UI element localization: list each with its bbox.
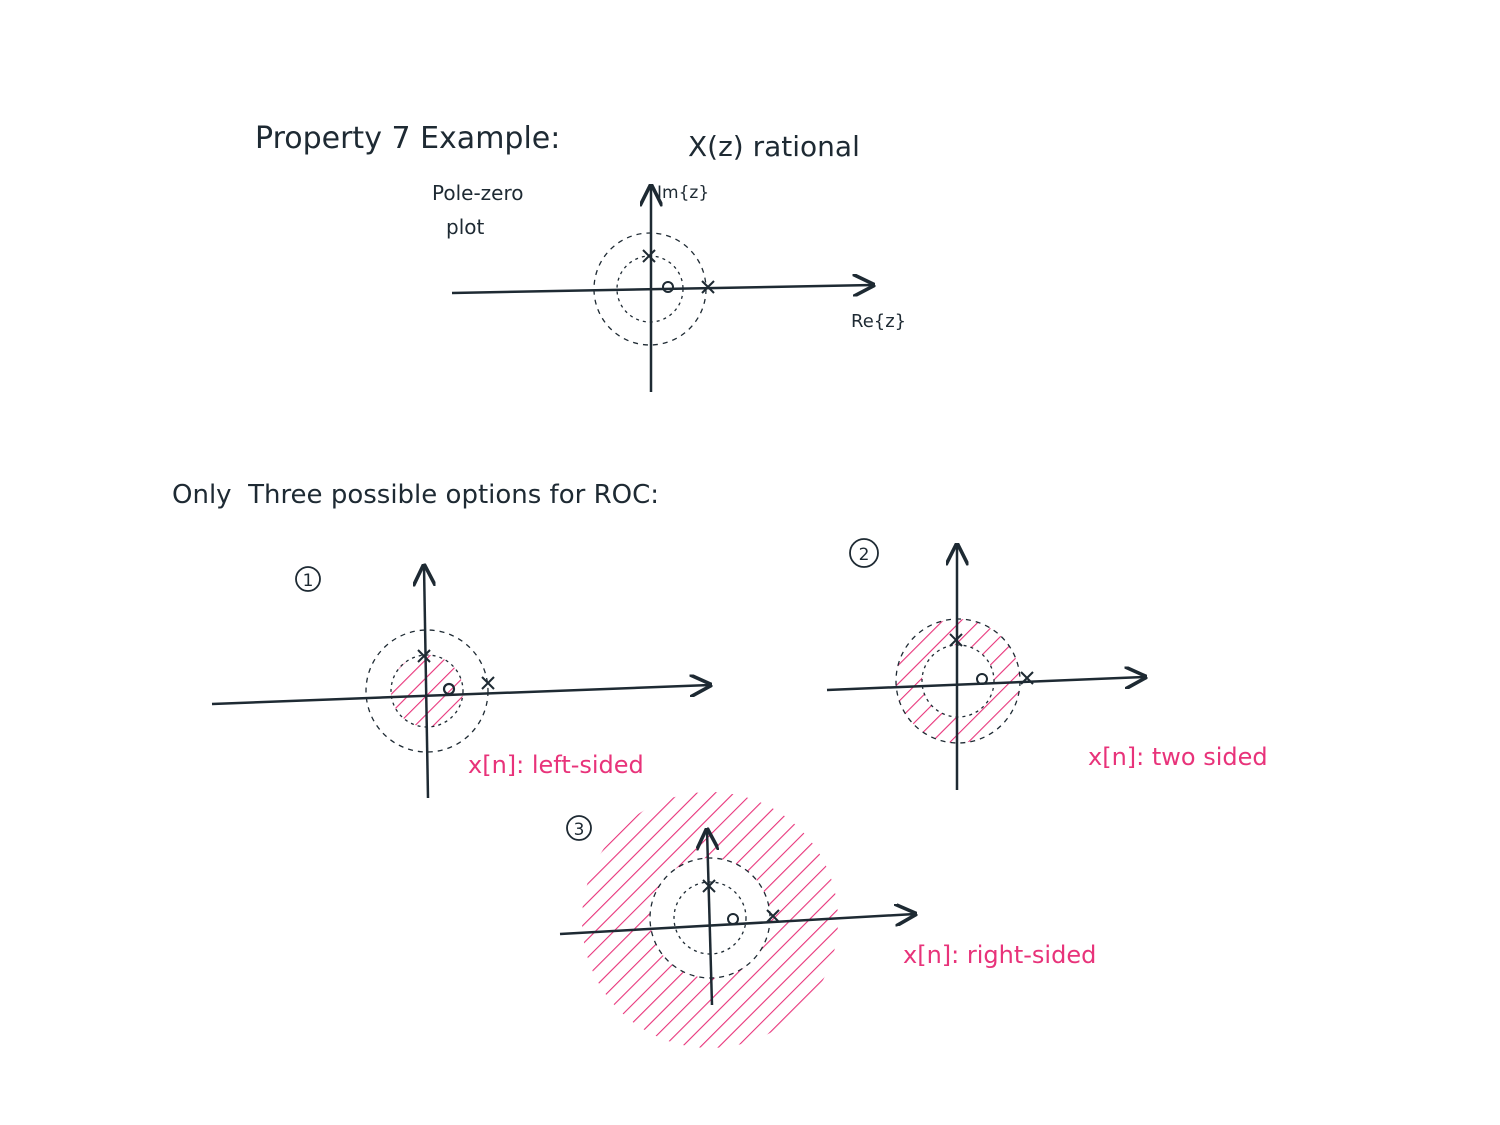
- imag-axis-label: Im{z}: [657, 183, 709, 203]
- option-1-caption: x[n]: left-sided: [468, 751, 644, 779]
- option-marker-2: [849, 538, 879, 568]
- plot-label-line2: plot: [446, 215, 484, 239]
- option-marker-3: [566, 815, 592, 841]
- real-axis: [211, 685, 710, 706]
- imag-axis: [424, 566, 428, 799]
- inner-circle: [921, 644, 995, 718]
- zero-marker: [727, 913, 739, 925]
- option-1-plot: [211, 566, 710, 799]
- section-heading: Only Three possible options for ROC:: [172, 480, 659, 510]
- outer-circle: [365, 629, 489, 753]
- roc-fill-ring: [896, 619, 1020, 743]
- option-2-plot: [826, 538, 1145, 790]
- real-axis: [559, 914, 915, 936]
- real-axis-label: Re{z}: [851, 311, 906, 332]
- outer-circle: [895, 618, 1021, 744]
- option-3-number: 3: [574, 820, 585, 840]
- zero-marker: [442, 682, 456, 696]
- pole-marker-imag: [417, 649, 431, 663]
- inner-circle: [673, 881, 747, 955]
- pole-marker-real: [701, 280, 715, 294]
- option-3-caption: x[n]: right-sided: [903, 941, 1096, 969]
- zero-marker: [662, 281, 674, 293]
- option-marker-1: [295, 566, 321, 592]
- page-title: Property 7 Example:: [255, 121, 560, 156]
- pole-marker-imag: [702, 879, 716, 893]
- pole-marker-real: [766, 909, 780, 923]
- pole-marker-real: [1020, 671, 1034, 685]
- pole-zero-plot: [451, 186, 873, 392]
- option-1-number: 1: [303, 571, 314, 591]
- subtitle: X(z) rational: [688, 130, 860, 163]
- zero-marker: [976, 673, 988, 685]
- plot-label-line1: Pole-zero: [432, 181, 523, 205]
- roc-fill-outside: [582, 792, 838, 1048]
- pole-marker-imag: [642, 249, 656, 263]
- pole-marker-real: [481, 676, 495, 690]
- option-2-number: 2: [859, 545, 870, 565]
- option-3-plot: [559, 792, 915, 1048]
- option-2-caption: x[n]: two sided: [1088, 743, 1268, 771]
- real-axis: [826, 677, 1145, 692]
- pole-marker-imag: [949, 633, 963, 647]
- inner-circle: [390, 654, 464, 728]
- imag-axis: [707, 830, 712, 1006]
